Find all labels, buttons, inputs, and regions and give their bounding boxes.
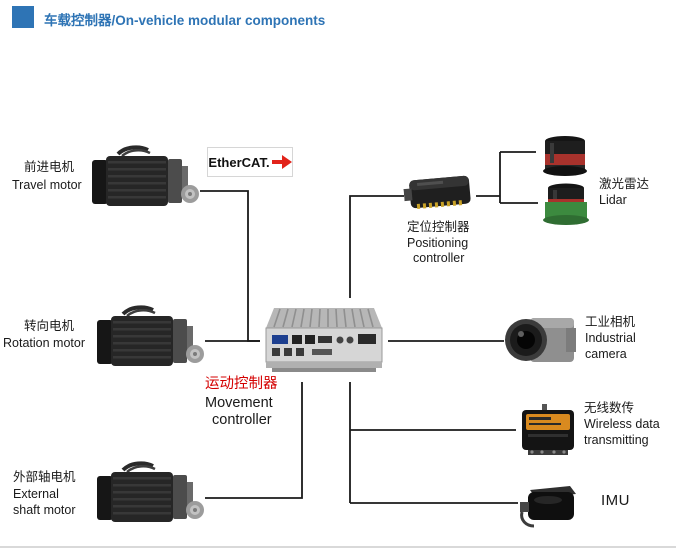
- imu-label: IMU: [601, 492, 630, 509]
- movement-controller-photo: [260, 298, 388, 387]
- travel-motor-label-zh: 前进电机: [24, 160, 75, 174]
- positioning-box-illustration: [403, 175, 471, 210]
- servo-motor-illustration: [93, 302, 205, 376]
- lidar-label-en: Lidar: [599, 193, 627, 207]
- lidar-bottom-photo: [537, 179, 595, 232]
- wireless-data-label-en1: Wireless data: [584, 417, 660, 431]
- positioning-controller-label-zh: 定位控制器: [407, 220, 470, 234]
- industrial-camera-label-zh: 工业相机: [585, 315, 636, 329]
- travel-motor-photo: [88, 142, 200, 221]
- title-bullet-square: [12, 6, 34, 28]
- lidar-label-zh: 激光雷达: [599, 177, 650, 191]
- ethercat-logo-text: EtherCAT.: [208, 154, 270, 170]
- lidar-illustration-red: [543, 136, 587, 176]
- ethercat-logo: EtherCAT.: [207, 147, 293, 177]
- travel-motor-label-en: Travel motor: [12, 178, 82, 192]
- industrial-camera-label-en2: camera: [585, 347, 627, 361]
- wireless-module-photo: [516, 402, 580, 462]
- wireless-data-label-zh: 无线数传: [584, 401, 635, 415]
- servo-motor-illustration: [93, 456, 205, 534]
- imu-photo: [518, 476, 580, 535]
- rotation-motor-photo: [93, 302, 205, 381]
- bottom-divider: [0, 546, 676, 548]
- external-shaft-motor-label-en1: External: [13, 487, 59, 501]
- positioning-controller-label-en2: controller: [413, 251, 465, 265]
- ethercat-arrow-icon: [271, 155, 292, 169]
- industrial-camera-label-en1: Industrial: [585, 331, 636, 345]
- industrial-pc-illustration: [265, 308, 383, 372]
- rotation-motor-label-zh: 转向电机: [24, 319, 75, 333]
- lidar-illustration-green: [543, 183, 589, 225]
- camera-illustration: [505, 318, 576, 362]
- rotation-motor-label-en: Rotation motor: [3, 336, 85, 350]
- external-shaft-motor-photo: [93, 456, 205, 539]
- wireless-illustration: [522, 404, 574, 455]
- external-shaft-motor-label-en2: shaft motor: [13, 503, 76, 517]
- movement-controller-label-zh: 运动控制器: [205, 376, 278, 392]
- connector-travel-motor: [200, 190, 260, 342]
- connector-lidar: [476, 151, 538, 204]
- movement-controller-label-en2: controller: [212, 412, 272, 428]
- connector-positioning-controller: [349, 195, 404, 298]
- lidar-top-photo: [536, 131, 594, 182]
- industrial-camera-photo: [504, 310, 578, 375]
- imu-illustration: [520, 486, 576, 528]
- external-shaft-motor-label-zh: 外部轴电机: [13, 470, 76, 484]
- movement-controller-label-en1: Movement: [205, 395, 273, 411]
- connector-wireless-imu: [349, 382, 518, 504]
- servo-motor-illustration: [88, 142, 200, 216]
- positioning-controller-photo: [402, 163, 479, 224]
- connector-external-shaft-motor: [205, 382, 303, 499]
- positioning-controller-label-en1: Positioning: [407, 236, 469, 250]
- wireless-data-label-en2: transmitting: [584, 433, 649, 447]
- page-title: 车载控制器/On-vehicle modular components: [44, 13, 326, 28]
